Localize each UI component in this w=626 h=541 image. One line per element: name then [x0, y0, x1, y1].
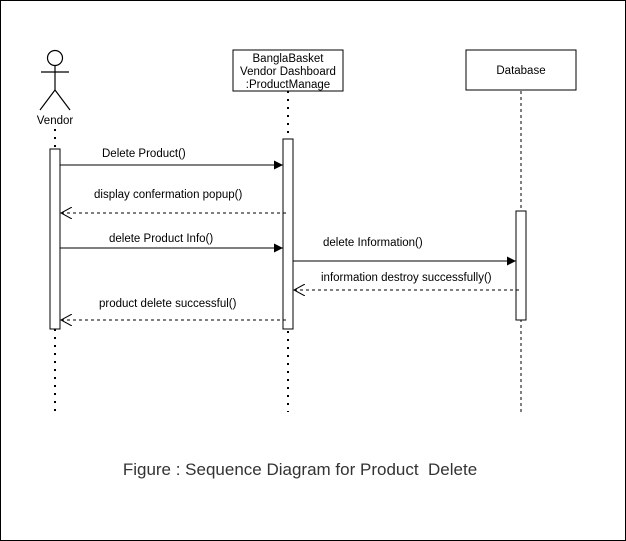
message-label: delete Information() [323, 237, 423, 249]
message-delete-product-info: delete Product Info() [60, 233, 283, 253]
activation-database [515, 210, 527, 321]
message-product-delete-successful: product delete successful() [61, 298, 286, 320]
message-label: product delete successful() [99, 298, 237, 310]
participant-database-label: Database [496, 65, 545, 77]
actor-label: Vendor [37, 115, 74, 127]
actor-head [46, 49, 64, 67]
participant-dashboard-line-1: BanglaBasket [253, 53, 325, 65]
participant-dashboard-box [232, 49, 344, 92]
participant-dashboard: BanglaBasket Vendor Dashboard :ProductMa… [232, 49, 344, 92]
message-label: Delete Product() [102, 148, 186, 160]
message-label: information destroy successfully() [321, 272, 492, 284]
message-label: display confermation popup() [94, 189, 242, 201]
figure-caption: Figure : Sequence Diagram for Product De… [123, 460, 477, 479]
actor-leg-right [54, 89, 71, 111]
actor-leg-left [39, 89, 56, 111]
participant-dashboard-line-2: Vendor Dashboard [240, 66, 336, 78]
actor-vendor: Vendor [37, 49, 74, 127]
participant-dashboard-line-3: :ProductManage [246, 79, 330, 91]
message-delete-information: delete Information() [293, 237, 516, 266]
message-display-confirmation-popup: display confermation popup() [61, 189, 286, 213]
message-delete-product: Delete Product() [60, 148, 283, 170]
activation-vendor [49, 148, 61, 330]
activation-dashboard [282, 138, 294, 330]
participant-database-box [465, 49, 577, 91]
message-information-destroyed: information destroy successfully() [294, 272, 519, 290]
message-label: delete Product Info() [109, 233, 213, 245]
participant-database: Database [465, 49, 577, 91]
